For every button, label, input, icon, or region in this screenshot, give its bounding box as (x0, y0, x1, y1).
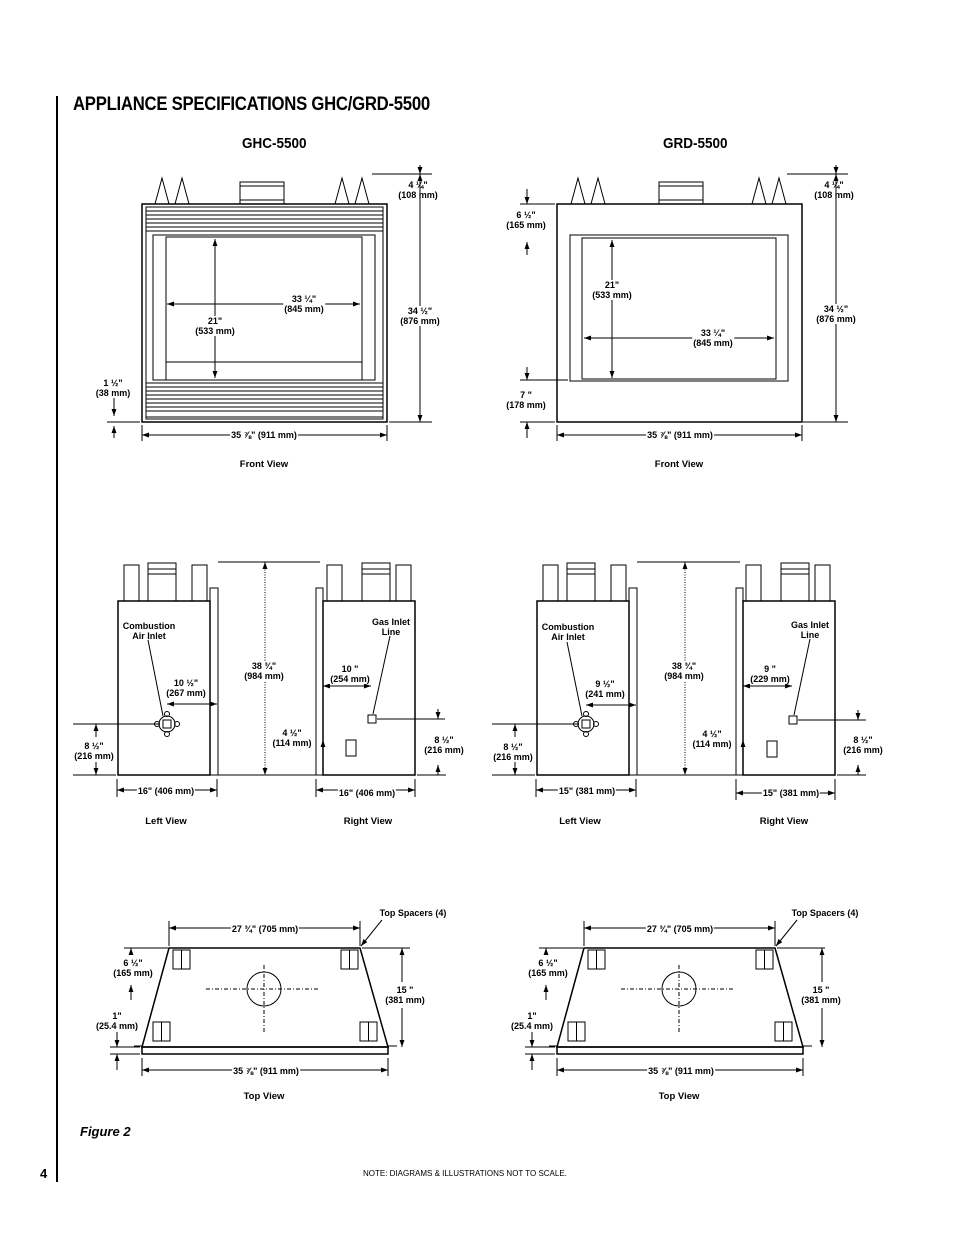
grd-inlet-height: 8 ½"(216 mm) (492, 742, 534, 762)
grd-front-width: 35 ⅞" (911 mm) (646, 430, 714, 440)
grd-top-back-offset: 6 ½"(165 mm) (528, 958, 568, 978)
scale-note: NOTE: DIAGRAMS & ILLUSTRATIONS NOT TO SC… (363, 1169, 567, 1178)
model-heading-grd: GRD-5500 (663, 135, 728, 152)
ghc-gas-offset: 10 "(254 mm) (329, 664, 371, 684)
grd-front-bottom-offset: 7 "(178 mm) (506, 390, 546, 410)
ghc-front-opening-height: 21"(533 mm) (194, 316, 236, 336)
grd-top-back-width: 27 ¾" (705 mm) (645, 924, 715, 934)
ghc-top-front-width: 35 ⅞" (911 mm) (232, 1066, 300, 1076)
ghc-front-width: 35 ⅞" (911 mm) (230, 430, 298, 440)
page-title: APPLIANCE SPECIFICATIONS GHC/GRD-5500 (73, 94, 430, 115)
page-number: 4 (40, 1166, 48, 1181)
grd-top-front-width: 35 ⅞" (911 mm) (647, 1066, 715, 1076)
ghc-left-depth: 16" (406 mm) (136, 786, 196, 796)
margin-rule (56, 96, 58, 1182)
grd-right-view-caption: Right View (759, 816, 809, 827)
grd-top-front-offset: 1"(25.4 mm) (510, 1011, 554, 1031)
ghc-gas-low: 4 ½"(114 mm) (272, 728, 312, 748)
ghc-front-height: 34 ½"(876 mm) (399, 306, 441, 326)
ghc-top-depth: 15 "(381 mm) (384, 985, 426, 1005)
grd-right-view (735, 562, 866, 800)
ghc-front-view (107, 165, 432, 441)
ghc-side-overall-height: 38 ¾"(984 mm) (243, 661, 285, 681)
grd-side-overall-height: 38 ¾"(984 mm) (663, 661, 705, 681)
ghc-gas-height: 8 ½"(216 mm) (423, 735, 465, 755)
ghc-front-opening-width: 33 ¼"(845 mm) (283, 294, 325, 314)
grd-left-depth: 15" (381 mm) (557, 786, 617, 796)
grd-front-view-caption: Front View (654, 459, 704, 470)
model-heading-ghc: GHC-5500 (242, 135, 307, 152)
grd-gas-offset: 9 "(229 mm) (749, 664, 791, 684)
grd-side-height-dimension (637, 561, 740, 776)
ghc-front-top-offset: 4 ¼"(108 mm) (398, 180, 438, 200)
grd-front-opening-height: 21"(533 mm) (591, 280, 633, 300)
ghc-right-view (315, 562, 446, 797)
ghc-front-bottom-offset: 1 ½"(38 mm) (95, 378, 131, 398)
ghc-left-view-caption: Left View (145, 816, 187, 827)
ghc-right-view-caption: Right View (343, 816, 393, 827)
ghc-side-height-dimension (218, 561, 320, 776)
grd-front-side-offset: 6 ½"(165 mm) (506, 210, 546, 230)
grd-right-depth: 15" (381 mm) (761, 788, 821, 798)
grd-front-view (520, 165, 848, 441)
grd-top-depth: 15 "(381 mm) (800, 985, 842, 1005)
figure-label: Figure 2 (80, 1124, 131, 1139)
ghc-top-front-offset: 1"(25.4 mm) (95, 1011, 139, 1031)
grd-inlet-offset: 9 ½"(241 mm) (585, 679, 625, 699)
ghc-top-back-width: 27 ¾" (705 mm) (230, 924, 300, 934)
grd-front-height: 34 ½"(876 mm) (815, 304, 857, 324)
ghc-top-view (110, 919, 410, 1076)
grd-top-view (525, 919, 825, 1076)
ghc-top-view-caption: Top View (243, 1091, 285, 1102)
ghc-left-view (73, 562, 219, 797)
grd-left-view-caption: Left View (559, 816, 601, 827)
ghc-top-spacers-label: Top Spacers (4) (379, 908, 447, 918)
grd-gas-low: 4 ½"(114 mm) (692, 729, 732, 749)
ghc-inlet-offset: 10 ½"(267 mm) (166, 678, 206, 698)
ghc-top-back-offset: 6 ½"(165 mm) (113, 958, 153, 978)
grd-front-opening-width: 33 ¼"(845 mm) (692, 328, 734, 348)
ghc-front-view-caption: Front View (239, 459, 289, 470)
ghc-inlet-height: 8 ½"(216 mm) (73, 741, 115, 761)
ghc-right-depth: 16" (406 mm) (337, 788, 397, 798)
grd-gas-height: 8 ½"(216 mm) (842, 735, 884, 755)
grd-top-view-caption: Top View (658, 1091, 700, 1102)
grd-front-top-offset: 4 ¼"(108 mm) (814, 180, 854, 200)
grd-top-spacers-label: Top Spacers (4) (791, 908, 859, 918)
